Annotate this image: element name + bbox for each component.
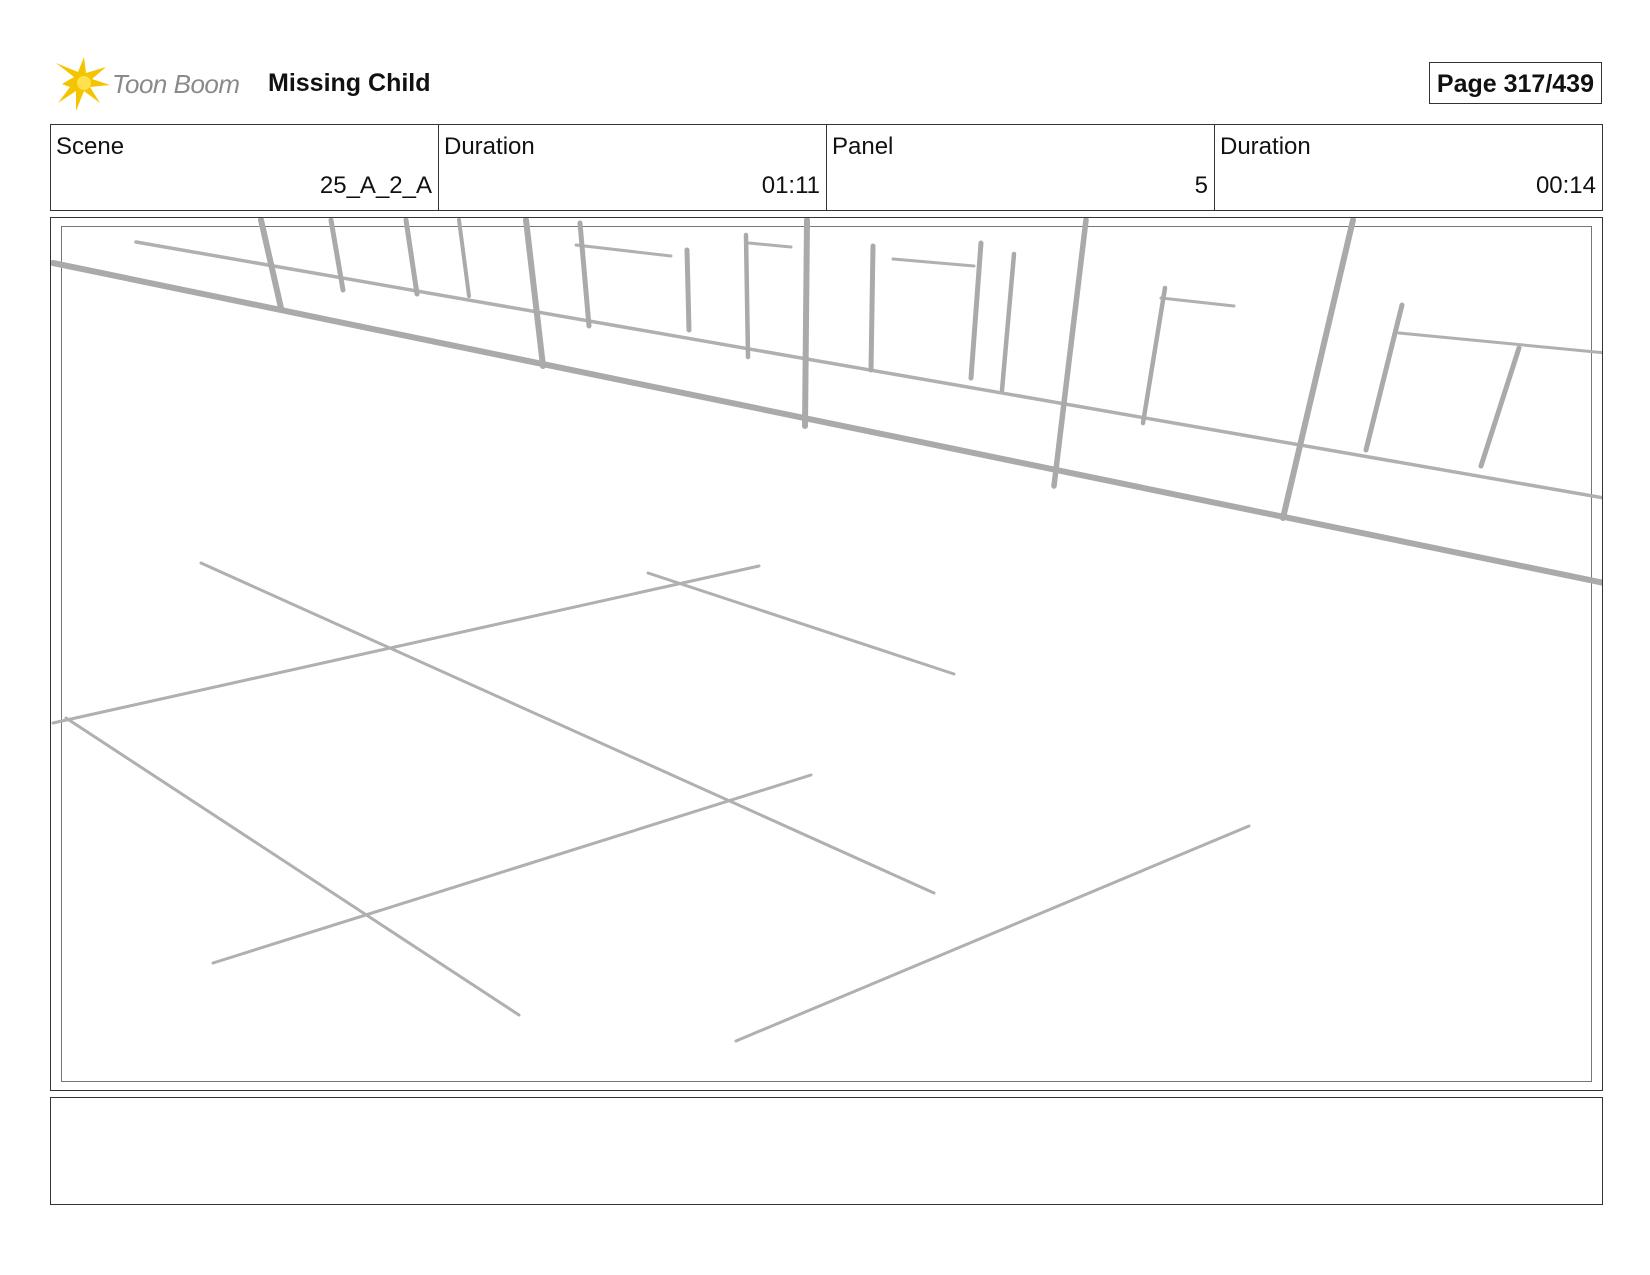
page-header: Toon Boom Missing Child Page 317/439 <box>50 55 1602 111</box>
page-number: Page 317/439 <box>1428 62 1602 104</box>
project-title: Missing Child <box>268 69 431 97</box>
scene-value: 25_A_2_A <box>319 172 432 199</box>
scene-duration-label: Duration <box>444 133 535 160</box>
panel-cell: Panel 5 <box>827 125 1215 210</box>
panel-duration-value: 00:14 <box>1535 172 1596 199</box>
starburst-icon <box>56 57 110 111</box>
panel-duration-label: Duration <box>1220 133 1311 160</box>
logo-text: Toon Boom <box>112 69 240 99</box>
panel-duration-cell: Duration 00:14 <box>1215 125 1602 210</box>
panel-label: Panel <box>832 133 894 160</box>
scene-info-table: Scene 25_A_2_A Duration 01:11 Panel 5 Du… <box>50 124 1603 211</box>
scene-cell: Scene 25_A_2_A <box>51 125 439 210</box>
panel-value: 5 <box>1194 172 1208 199</box>
floor-grid-lines <box>51 561 1251 1043</box>
scene-duration-value: 01:11 <box>761 172 820 199</box>
perspective-layout-sketch <box>51 218 1602 1043</box>
safe-area-frame <box>61 226 1592 1082</box>
scene-label: Scene <box>56 133 125 160</box>
caption-box <box>50 1097 1603 1205</box>
toon-boom-logo: Toon Boom <box>54 57 254 111</box>
storyboard-panel <box>50 217 1603 1091</box>
ceiling-post-lines <box>258 218 1522 521</box>
scene-duration-cell: Duration 01:11 <box>439 125 827 210</box>
ceiling-rail-lines <box>51 240 1602 586</box>
